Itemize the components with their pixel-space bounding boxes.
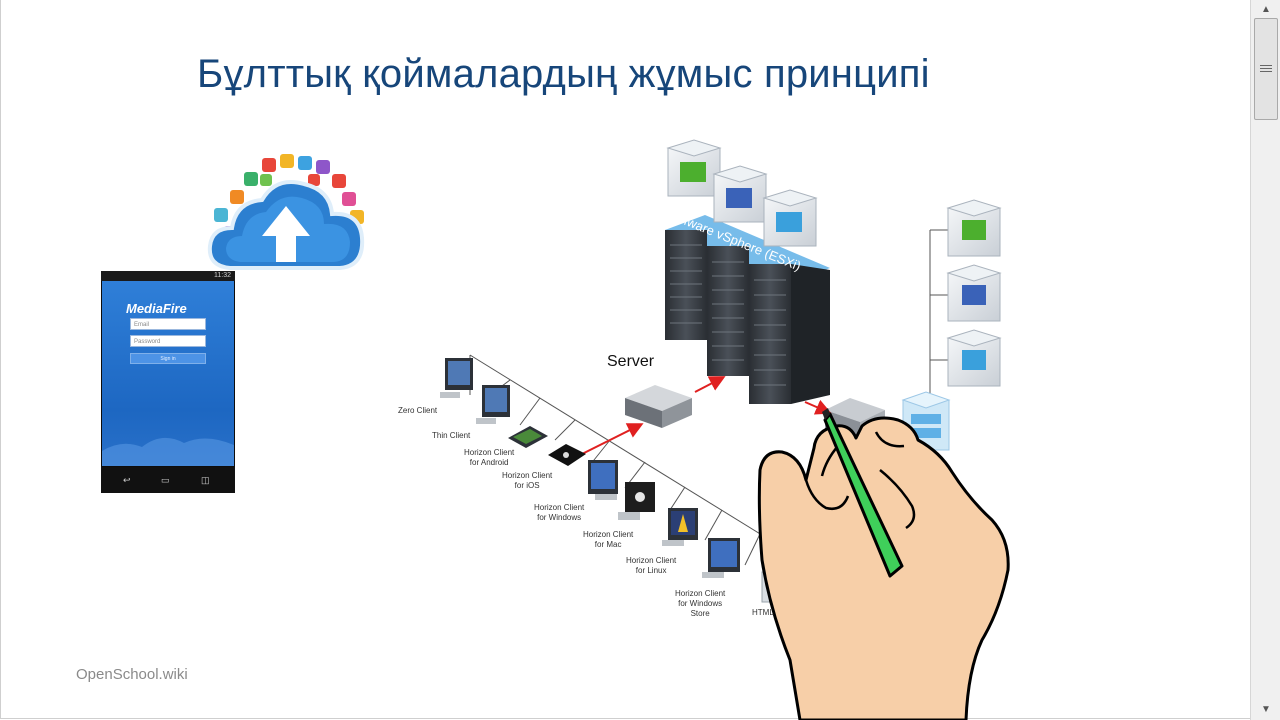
scroll-up-arrow-icon[interactable]: ▲ [1254,2,1278,18]
client-label-line: Horizon Client [626,556,676,566]
server-box [625,385,692,428]
scroll-down-arrow-icon[interactable]: ▼ [1254,702,1278,718]
client-label-line: Zero Client [398,406,437,416]
client-label-android: Horizon Client for Android [464,448,514,468]
client-label-windows-store: Horizon Client for Windows Store [675,589,725,619]
scroll-thumb[interactable] [1254,18,1278,120]
client-label-zero: Zero Client [398,406,437,416]
client-label-thin: Thin Client [432,431,470,441]
client-label-line: for Windows [534,513,584,523]
client-label-line: Horizon Client [583,530,633,540]
client-devices [440,358,790,602]
client-label-line: Horizon Client [464,448,514,458]
client-label-line: for Mac [583,540,633,550]
grip-icon [1260,65,1272,73]
client-label-linux: Horizon Client for Linux [626,556,676,576]
client-label-mac: Horizon Client for Mac [583,530,633,550]
windows-store-client-monitor [702,538,740,578]
vm-cubes-right [948,200,1000,386]
vertical-scrollbar[interactable]: ▲ ▼ [1250,0,1280,720]
windows-client-monitor [588,460,618,500]
client-label-windows: Horizon Client for Windows [534,503,584,523]
client-label-line: HTML [752,608,774,618]
client-label-line: Store [675,609,725,619]
android-tablet [508,426,548,448]
client-label-line: for Windows [675,599,725,609]
client-label-line: Horizon Client [502,471,552,481]
client-label-line: for Android [464,458,514,468]
mac-client-monitor [618,482,655,520]
client-label-ios: Horizon Client for iOS [502,471,552,491]
client-label-line: for iOS [502,481,552,491]
thin-client-monitor [476,385,510,424]
client-label-html: HTML [752,608,774,618]
client-label-line: Horizon Client [675,589,725,599]
ios-tablet [548,444,586,466]
client-label-line: for Linux [626,566,676,576]
linux-client-monitor [662,508,698,546]
zero-client-monitor [440,358,473,398]
client-label-line: Thin Client [432,431,470,441]
hand-with-pen [759,408,1008,720]
server-label: Server [607,353,654,371]
watermark: OpenSchool.wiki [76,666,188,683]
client-label-line: Horizon Client [534,503,584,513]
